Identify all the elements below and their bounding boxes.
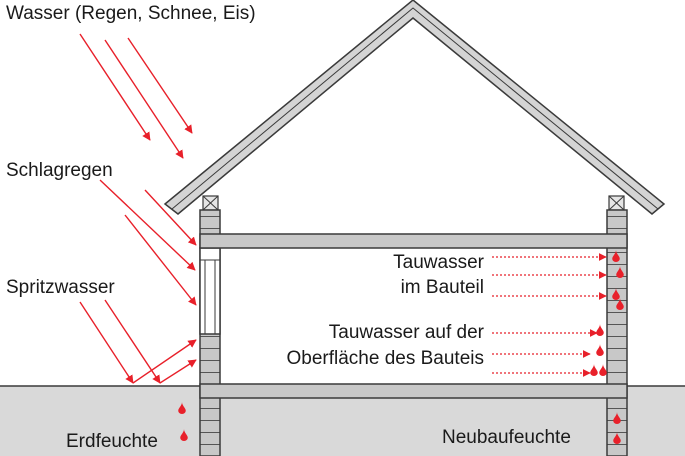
label-condensation-2: im Bauteil <box>400 277 484 298</box>
driving-rain-arrow <box>99 179 196 271</box>
driving-rain-arrow <box>144 189 197 246</box>
splash-water-arrows <box>79 299 197 384</box>
rain-arrow <box>79 33 151 141</box>
drop-icon <box>590 364 598 376</box>
label-condensation-1: Tauwasser <box>393 252 484 273</box>
label-ground-moisture: Erdfeuchte <box>66 431 158 452</box>
drop-icon <box>599 364 607 376</box>
rain-arrows <box>79 33 193 159</box>
rain-arrow <box>127 37 193 134</box>
splash-arrow <box>104 299 161 384</box>
roof-beam-ends <box>202 195 625 211</box>
splash-arrow <box>159 359 197 384</box>
driving-rain-arrows <box>99 179 197 306</box>
condensation-arrows <box>492 253 607 300</box>
label-rain-snow-ice: Wasser (Regen, Schnee, Eis) <box>6 3 256 24</box>
label-splash-water: Spritzwasser <box>6 277 115 298</box>
ceiling-upper <box>199 233 628 249</box>
label-surface-condensation-2: Oberfläche des Bauteis <box>286 348 484 369</box>
ceiling-lower <box>199 383 628 399</box>
driving-rain-arrow <box>124 214 197 306</box>
splash-arrow <box>79 301 134 384</box>
label-surface-condensation-1: Tauwasser auf der <box>328 322 484 343</box>
rain-arrow <box>104 39 184 159</box>
drop-icon <box>596 344 604 356</box>
splash-arrow <box>132 339 197 384</box>
roof <box>163 0 666 215</box>
label-driving-rain: Schlagregen <box>6 160 113 181</box>
label-construction-moisture: Neubaufeuchte <box>442 427 571 448</box>
surface-condensation-arrows <box>492 329 598 377</box>
drop-icon <box>596 324 604 336</box>
